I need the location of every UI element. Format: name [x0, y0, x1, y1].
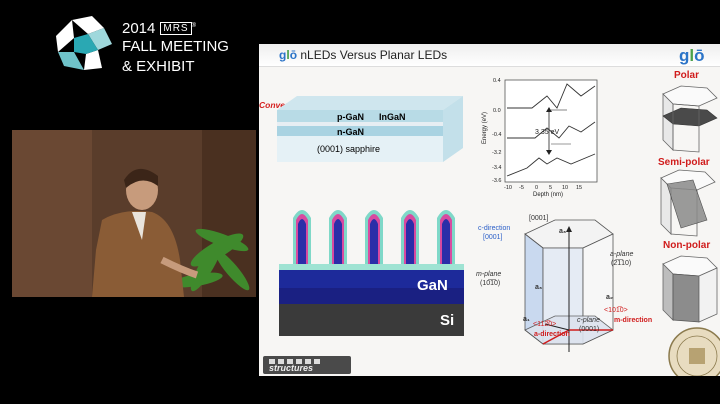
slide-title-text: nLEDs Versus Planar LEDs [300, 48, 447, 62]
m-direction-index: <101̅0> [604, 307, 628, 315]
speaker-video [12, 130, 256, 297]
c-direction-label: c-direction [478, 225, 510, 233]
presentation-slide: glō nLEDs Versus Planar LEDs Conventiona… [259, 44, 720, 376]
header-fall-meeting: FALL MEETING [122, 38, 229, 56]
semi-polar-crystal-icon [657, 168, 720, 238]
layer-p-gan: p-GaN [337, 112, 364, 122]
band-ytick-2: -0.4 [492, 132, 501, 138]
vec-a2-label: a₂ [606, 294, 613, 302]
vec-a3-side-label: a₃ [535, 284, 542, 292]
m-plane-index: (10̅1̅0) [480, 280, 500, 288]
layer-n-gan: n-GaN [337, 127, 364, 137]
band-ytick-5: -3.6 [492, 178, 501, 184]
a-direction-index: <112̅0> [533, 321, 556, 329]
band-xtick-4: 10 [562, 185, 568, 191]
a-direction-label: a-direction [534, 331, 570, 339]
nanowire-led-diagram [279, 204, 464, 336]
m-plane-label: m-plane [476, 271, 501, 279]
header-year: 2014 [122, 20, 155, 37]
layer-ingan: InGaN [379, 112, 406, 122]
semi-polar-label: Semi-polar [658, 157, 710, 168]
layer-sapphire: (0001) sapphire [317, 144, 380, 154]
band-xlabel: Depth (nm) [533, 192, 563, 198]
band-xtick-1: -5 [519, 185, 524, 191]
header-year-line: 2014 MRS® [122, 17, 196, 38]
wurtzite-crystal-diagram [495, 214, 657, 374]
vec-a3-label: a₃ [559, 228, 566, 236]
header-mrs-badge: MRS [160, 22, 191, 35]
nanowire-array [293, 210, 455, 264]
c-direction-index: [0001] [483, 234, 502, 242]
conventional-led-diagram [277, 96, 467, 166]
polar-crystal-icon [659, 84, 720, 154]
band-xtick-2: 0 [535, 185, 538, 191]
university-seal-icon [657, 324, 720, 376]
slide-title-glo-o: ō [290, 48, 297, 62]
a-plane-label: a-plane [610, 251, 633, 259]
m-direction-label: m-direction [614, 317, 652, 325]
structures-logo: structures [263, 356, 351, 374]
header-exhibit: & EXHIBIT [122, 58, 195, 76]
header-reg-mark: ® [192, 23, 196, 29]
non-polar-crystal-icon [659, 254, 720, 324]
band-ytick-4: -3.4 [492, 165, 501, 171]
c-plane-label: c-plane [577, 317, 600, 325]
band-ytick-0: 0.4 [493, 78, 501, 84]
glo-logo: glō [679, 46, 705, 66]
nanowire-gan-label: GaN [417, 277, 448, 294]
band-ylabel: Energy (eV) [482, 112, 488, 144]
polar-label: Polar [674, 70, 699, 81]
a-plane-index: (2̅1̅10) [611, 260, 631, 268]
band-xtick-3: 5 [549, 185, 552, 191]
band-gap-label: 3.35 eV [535, 129, 559, 136]
speaker-video-scene [12, 130, 256, 297]
slide-title: glō nLEDs Versus Planar LEDs [279, 44, 447, 66]
band-xtick-5: 15 [576, 185, 582, 191]
band-ytick-1: 0.0 [493, 108, 501, 114]
structures-logo-text: structures [269, 363, 313, 373]
nanowire-si-label: Si [440, 312, 454, 329]
glo-logo-g: g [679, 46, 689, 65]
non-polar-label: Non-polar [663, 240, 710, 251]
band-xtick-0: -10 [504, 185, 512, 191]
mrs-logo-icon [52, 14, 116, 76]
band-diagram [487, 78, 603, 198]
band-ytick-3: -3.2 [492, 150, 501, 156]
glo-logo-o: ō [694, 46, 704, 65]
top-index: [0001] [529, 215, 548, 223]
c-plane-index: (0001) [579, 326, 599, 334]
vec-a1-label: a₁ [523, 316, 530, 324]
